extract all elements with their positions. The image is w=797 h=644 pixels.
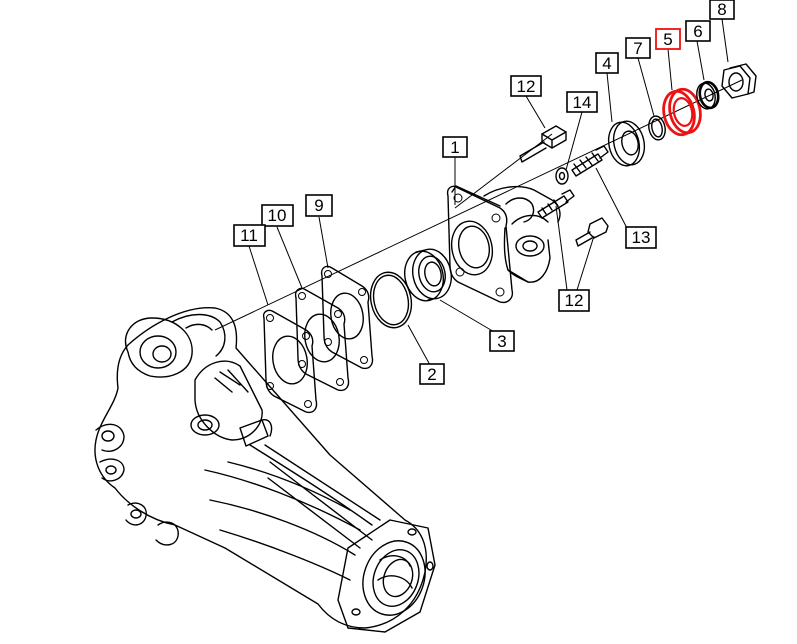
callout-13-text: 13: [632, 228, 651, 247]
bearing-housing-1: [446, 185, 561, 304]
callout-2: 2: [419, 363, 445, 385]
callout-7: 7: [625, 37, 651, 59]
leader-lines: [248, 18, 729, 366]
callout-2-text: 2: [427, 365, 436, 384]
axle-housing: [94, 307, 436, 633]
callout-11: 11: [233, 224, 266, 247]
nut-8: [721, 63, 757, 99]
callout-14-text: 14: [573, 93, 592, 112]
gasket-11: [262, 309, 318, 414]
callout-9: 9: [305, 194, 333, 217]
callout-4: 4: [595, 52, 619, 74]
bolt-12-lower: [575, 217, 609, 247]
callout-1-text: 1: [450, 138, 459, 157]
callout-14: 14: [566, 91, 598, 113]
callout-9-text: 9: [314, 196, 323, 215]
callout-8: 8: [709, 0, 735, 20]
callout-6-text: 6: [693, 22, 702, 41]
callout-11-text: 11: [240, 226, 258, 245]
callout-10-text: 10: [268, 206, 287, 225]
bearing-3: [404, 248, 452, 302]
callout-12-top-text: 12: [517, 77, 536, 96]
callout-10: 10: [261, 204, 294, 227]
callout-5-highlighted: 5: [655, 28, 681, 50]
stud-bolt-lower: [537, 189, 575, 219]
callout-12-top: 12: [510, 75, 542, 97]
callout-3-text: 3: [497, 332, 506, 351]
o-ring-7: [648, 115, 666, 141]
washer-14: [555, 167, 569, 185]
callout-12-bottom-text: 12: [565, 291, 584, 310]
callout-8-text: 8: [717, 0, 726, 19]
callout-6: 6: [685, 20, 711, 42]
gasket-10: [294, 287, 350, 392]
callout-5-text: 5: [663, 30, 672, 49]
callout-12-bottom: 12: [558, 289, 590, 312]
callout-7-text: 7: [633, 39, 642, 58]
callout-13: 13: [625, 226, 657, 249]
washer-6: [696, 80, 720, 110]
bolt-12-top: [519, 125, 567, 163]
callout-4-text: 4: [602, 54, 611, 73]
callout-1: 1: [442, 136, 468, 158]
o-ring-2: [369, 271, 413, 329]
oil-seal-4: [607, 120, 646, 167]
seal-5-highlighted: [662, 87, 702, 137]
callout-3: 3: [489, 330, 515, 352]
gasket-9: [320, 265, 374, 370]
stud-bolt-13: [571, 145, 609, 177]
